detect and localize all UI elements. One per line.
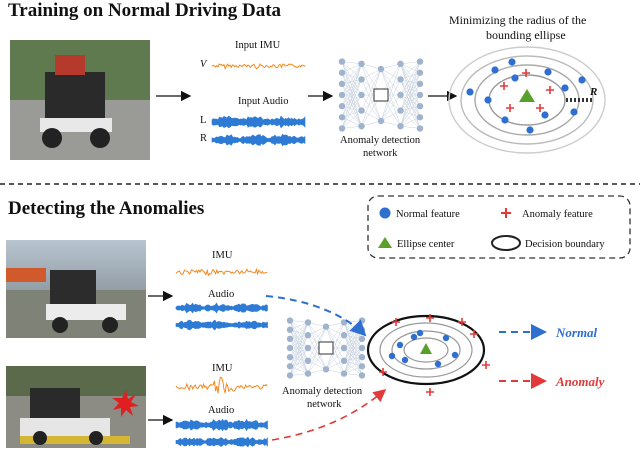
top-input-audio-label: Input Audio [238, 96, 288, 107]
bottom-title: Detecting the Anomalies [8, 198, 204, 219]
legend-center-icon [378, 237, 392, 248]
ellipse-center-bottom [420, 343, 432, 354]
legend-center-label: Ellipse center [397, 239, 455, 250]
audio-waveform-top-right [211, 133, 306, 147]
audio-waveform-normal-1 [175, 302, 268, 314]
robot-photo-normal [6, 240, 146, 338]
bottom-network-label-2: network [307, 399, 342, 410]
minimize-text-1: Minimizing the radius of the [449, 13, 586, 27]
bot-audio-label: Audio [208, 405, 234, 416]
top-normal-features [466, 58, 586, 134]
legend: Normal feature Anomaly feature Ellipse c… [367, 195, 631, 259]
top-title: Training on Normal Driving Data [8, 0, 282, 21]
mid-imu-label: IMU [212, 250, 233, 261]
mid-audio-label: Audio [208, 289, 234, 300]
network-diagram-top [338, 58, 424, 132]
audio-waveform-anomaly-1 [175, 418, 268, 432]
collision-burst-icon [112, 390, 139, 417]
bottom-features [379, 314, 490, 396]
decision-boundary-ellipse [366, 314, 486, 386]
audio-waveform-top-left [211, 115, 306, 129]
legend-anomaly-label: Anomaly feature [522, 209, 593, 220]
bot-imu-label: IMU [212, 363, 233, 374]
imu-waveform-anomaly [175, 376, 268, 394]
audio-waveform-anomaly-2 [175, 436, 268, 448]
legend-normal-label: Normal feature [396, 209, 460, 220]
legend-anomaly-icon [501, 208, 511, 218]
bottom-network-label-1: Anomaly detection [282, 386, 363, 397]
legend-boundary-label: Decision boundary [525, 239, 605, 250]
flow-arrow-normal [265, 295, 367, 337]
robot-photo-anomaly [6, 366, 146, 448]
legend-boundary-icon [491, 235, 521, 251]
robot-photo-top [10, 40, 150, 160]
ellipse-center-top [519, 89, 535, 102]
minimize-text-2: bounding ellipse [486, 28, 566, 42]
audio-waveform-normal-2 [175, 319, 268, 331]
top-audio-right: R [200, 133, 207, 144]
radius-label: R [589, 86, 597, 98]
legend-normal-icon [379, 207, 391, 219]
top-network-label-2: network [363, 148, 398, 159]
network-diagram-bottom [286, 317, 366, 379]
normal-output-label: Normal [555, 325, 598, 340]
top-audio-left: L [200, 115, 206, 126]
decision-boundary [366, 314, 486, 386]
top-input-imu-label: Input IMU [235, 40, 281, 51]
flow-arrow-anomaly [271, 388, 387, 441]
anomaly-output-label: Anomaly [555, 374, 605, 389]
top-imu-channel: V [200, 59, 208, 70]
top-network-label-1: Anomaly detection [340, 135, 421, 146]
imu-waveform-top [211, 63, 306, 71]
imu-waveform-normal [175, 267, 268, 277]
